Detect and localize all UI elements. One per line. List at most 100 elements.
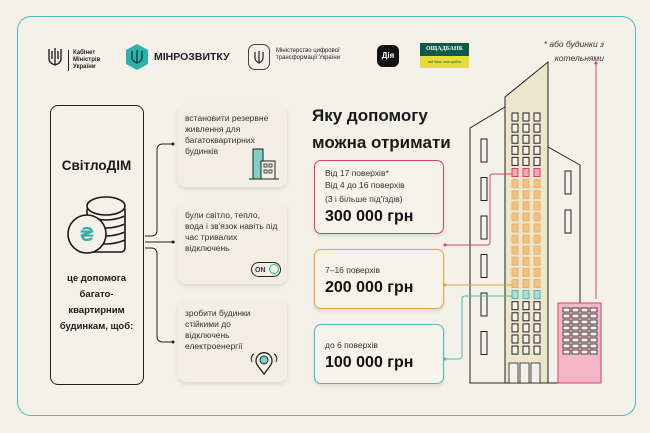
tower-window [533, 223, 541, 233]
boiler-window [589, 349, 598, 355]
boiler-window [580, 343, 589, 349]
boiler-window [580, 313, 589, 319]
goal-card-3: зробити будинки стійкими до відключень е… [178, 300, 287, 382]
tower-window [522, 301, 530, 311]
tower-window [522, 112, 530, 122]
goal-card-2: були світло, тепло, вода і зв'язок навіт… [178, 202, 287, 284]
side-window [480, 254, 488, 278]
boiler-window [562, 331, 571, 337]
tier-card-100k: до 6 поверхів 100 000 грн [314, 324, 444, 384]
oschadbank-tagline: мій банк. моя країна [420, 56, 469, 68]
help-heading: Яку допомогу можна отримати [312, 106, 451, 152]
tower-window [522, 256, 530, 266]
footnote: * або будинки з котельнями [543, 39, 604, 63]
tower-window [522, 334, 530, 344]
boiler-window [562, 307, 571, 313]
tower-window [533, 134, 541, 144]
frame-border [17, 16, 636, 416]
logo-diia: Дія [377, 45, 399, 67]
tower-window [533, 345, 541, 355]
tower-window [511, 323, 519, 333]
tower-window [511, 256, 519, 266]
tower-window [511, 212, 519, 222]
goal-text: встановити резервне живлення для багаток… [185, 113, 269, 156]
side-window [564, 209, 572, 234]
tower-window [511, 168, 519, 177]
tower-window [522, 168, 530, 177]
tower-window [522, 345, 530, 355]
boiler-window [580, 331, 589, 337]
boiler-window [580, 337, 589, 343]
tier-condition: Від 17 поверхів* [325, 168, 389, 178]
program-description: це допомога багато-квартирним будинкам, … [59, 273, 134, 332]
tower-window [522, 223, 530, 233]
tower-window [522, 190, 530, 200]
location-pin-icon [250, 352, 278, 376]
tower-window [522, 212, 530, 222]
boiler-window [562, 349, 571, 355]
tier-condition: (3 і більше під'їздів) [325, 194, 403, 204]
toggle-on-icon: ON [251, 262, 281, 277]
tower-window [533, 123, 541, 133]
tower-window [522, 134, 530, 144]
boiler-window [580, 325, 589, 331]
tower-window [522, 179, 530, 189]
coins-icon: ₴ [65, 194, 129, 263]
tower-window [511, 290, 519, 300]
boiler-window [571, 319, 580, 325]
tower-window [533, 312, 541, 322]
boiler-window [571, 313, 580, 319]
boiler-window [571, 343, 580, 349]
side-window [480, 331, 488, 355]
boiler-window [589, 343, 598, 349]
tower-window [511, 301, 519, 311]
side-window [480, 177, 488, 201]
side-window [480, 215, 488, 240]
tower-window [511, 279, 519, 288]
bracket-connector [145, 142, 175, 344]
tower-window [533, 156, 541, 166]
tower-window [511, 134, 519, 144]
tier-condition: до 6 поверхів [325, 340, 378, 350]
logo-cabinet: Кабінет Міністрів України [68, 50, 109, 71]
goal-text: зробити будинки стійкими до відключень е… [185, 308, 251, 351]
tower-window [511, 112, 519, 122]
minrozvytku-logo-icon [126, 44, 148, 75]
side-window [480, 292, 488, 317]
boiler-window [589, 307, 598, 313]
tower-window [533, 245, 541, 255]
logo-mintsyfra: Міністерство цифрової трансформації Укра… [276, 48, 341, 61]
tower-window [533, 201, 541, 211]
oschadbank-name: ОЩАДБАНК [420, 43, 469, 56]
tower-window [533, 279, 541, 288]
program-title: СвітлоДІМ [61, 158, 132, 173]
tower-window [511, 245, 519, 255]
side-window [480, 138, 488, 163]
tower-window [511, 345, 519, 355]
tower-window [522, 201, 530, 211]
hryvnia-symbol: ₴ [80, 224, 93, 246]
boiler-window [589, 331, 598, 337]
boiler-window [562, 325, 571, 331]
tower-window [522, 156, 530, 166]
tower-window [533, 168, 541, 177]
tower-window [522, 245, 530, 255]
tower-window [511, 334, 519, 344]
boiler-window [562, 337, 571, 343]
tower-window [522, 323, 530, 333]
toggle-label: ON [255, 267, 266, 274]
tower-window [511, 223, 519, 233]
tower-window [522, 279, 530, 288]
tower-window [511, 312, 519, 322]
boiler-window [589, 319, 598, 325]
boiler-window [562, 343, 571, 349]
program-box: СвітлоДІМ ₴ це допомога багато-квартирни… [50, 105, 144, 385]
boiler-window [580, 307, 589, 313]
connector-100k [445, 295, 512, 360]
boiler-window [571, 307, 580, 313]
tier-condition: Від 4 до 16 поверхів [325, 180, 405, 190]
tower-window [533, 190, 541, 200]
trident-icon [48, 48, 62, 71]
tower-window [522, 123, 530, 133]
boiler-window [580, 319, 589, 325]
